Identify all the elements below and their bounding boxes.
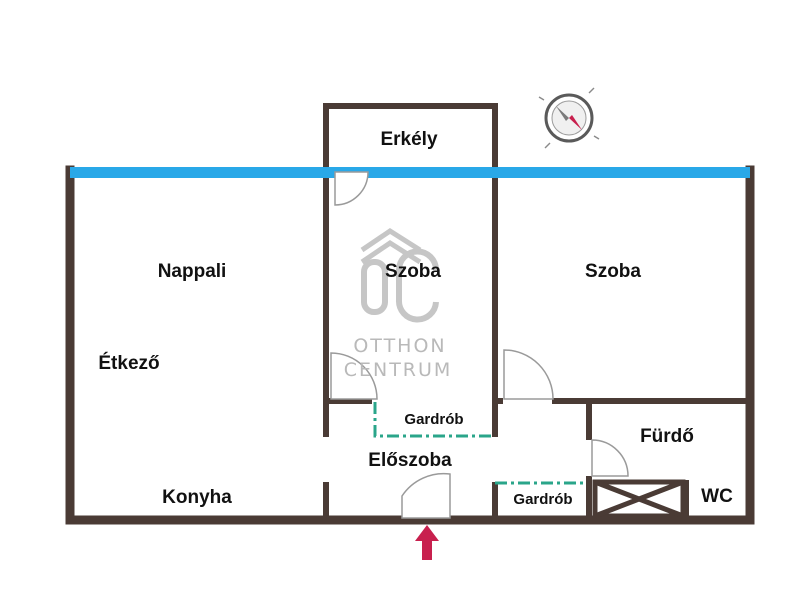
doors bbox=[330, 171, 629, 519]
door-szoba-1 bbox=[330, 352, 378, 400]
door-entrance bbox=[401, 472, 451, 519]
label-etkezo: Étkező bbox=[98, 352, 159, 374]
label-gardrob-2: Gardrób bbox=[513, 491, 572, 508]
gardrob-dashed-lines bbox=[373, 402, 587, 485]
label-wc: WC bbox=[701, 486, 733, 507]
label-erkely: Erkély bbox=[380, 129, 437, 150]
balcony-walls bbox=[323, 103, 498, 172]
label-gardrob-1: Gardrób bbox=[404, 411, 463, 428]
logo-roof-icon bbox=[360, 228, 422, 265]
compass-icon bbox=[538, 87, 600, 149]
watermark-line2: CENTRUM bbox=[344, 359, 453, 381]
label-furdo: Fürdő bbox=[640, 426, 694, 447]
watermark-line1: OTTHON bbox=[353, 335, 446, 357]
label-konyha: Konyha bbox=[162, 487, 232, 508]
watermark-logo: OTTHON CENTRUM bbox=[344, 228, 453, 381]
label-nappali: Nappali bbox=[158, 261, 227, 282]
logo-o-icon bbox=[361, 259, 388, 315]
window-strip bbox=[70, 167, 750, 178]
label-szoba-2: Szoba bbox=[585, 261, 641, 282]
door-furdo bbox=[591, 439, 629, 477]
interior-walls bbox=[323, 178, 747, 516]
label-eloszoba: Előszoba bbox=[368, 450, 452, 471]
shaft-box bbox=[592, 479, 686, 519]
outer-walls bbox=[65, 165, 755, 525]
logo-c-icon bbox=[395, 248, 439, 323]
entrance-arrow-icon bbox=[415, 525, 439, 560]
door-balcony bbox=[334, 171, 369, 206]
label-szoba-1: Szoba bbox=[385, 261, 441, 282]
door-szoba-2 bbox=[503, 349, 554, 400]
